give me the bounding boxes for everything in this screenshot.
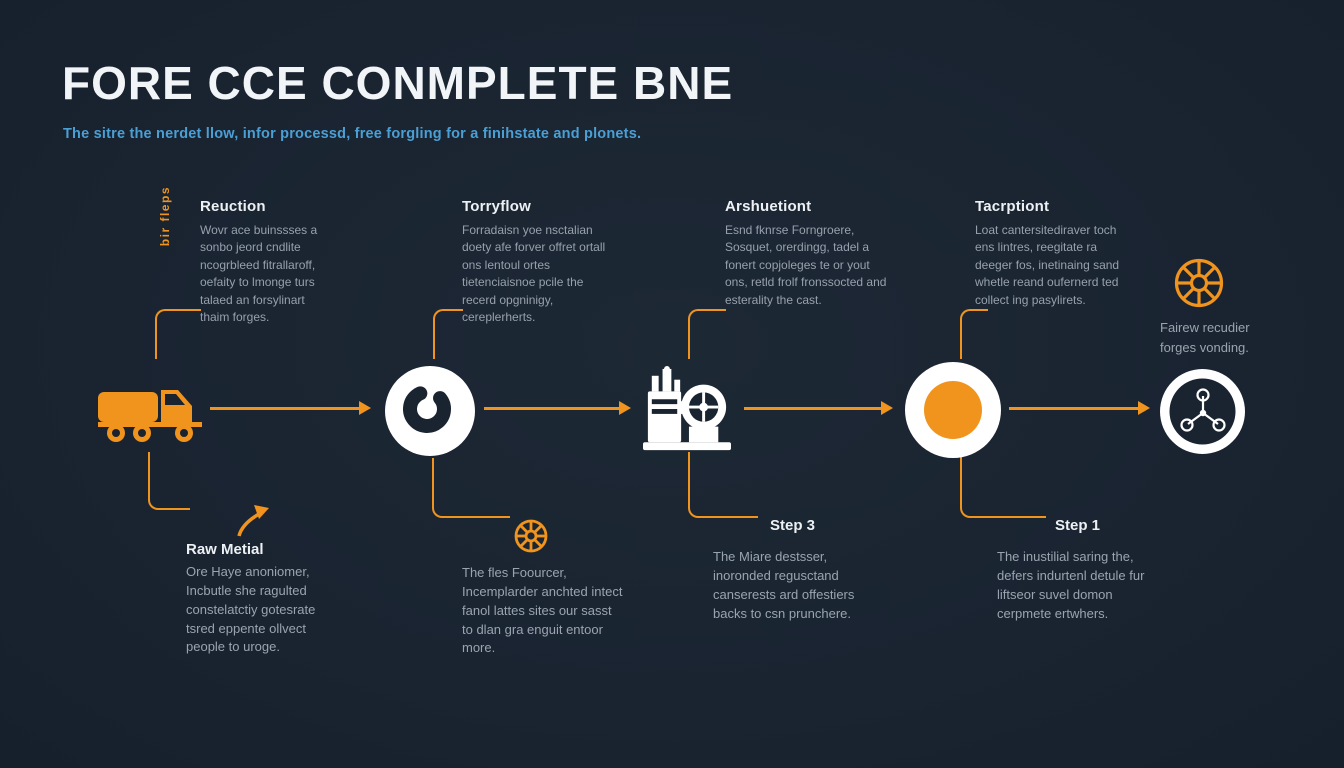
- connector-line: [688, 309, 726, 359]
- connector-line: [148, 452, 190, 510]
- side-vertical-label: bir fleps: [158, 186, 172, 247]
- column-heading: Tacrptiont: [975, 198, 1050, 215]
- column-block-4: Tacrptiont Loat cantersitediraver toch e…: [975, 198, 1130, 309]
- bottom-body: The Miare destsser, inoronded regusctand…: [713, 549, 855, 621]
- bottom-body: The inustilial saring the, defers indurt…: [997, 549, 1145, 621]
- column-block-1: Reuction Wovr ace buinssses a sonbo jeor…: [200, 198, 335, 326]
- connector-line: [433, 309, 463, 359]
- bottom-block-3: Step 3: [770, 517, 815, 534]
- column-body: Loat cantersitediraver toch ens lintres,…: [975, 223, 1120, 307]
- diagonal-arrow-icon: [237, 505, 269, 537]
- column-heading: Torryflow: [462, 198, 532, 215]
- connector-line: [432, 458, 510, 518]
- column-body: Esnd fknrse Forngroere, Sosquet, orerdin…: [725, 223, 887, 307]
- column-heading: Arshuetiont: [725, 198, 812, 215]
- bottom-block-1: Raw Metial: [186, 541, 264, 558]
- column-block-3: Arshuetiont Esnd fknrse Forngroere, Sosq…: [725, 198, 890, 309]
- column-heading: Reuction: [200, 198, 266, 215]
- connector-line: [155, 309, 201, 359]
- flow-arrow-icon: [210, 401, 371, 415]
- bottom-block-4: Step 1: [1055, 517, 1100, 534]
- donut-swirl-icon: [385, 366, 475, 456]
- gear-wheel-icon: [514, 519, 548, 553]
- bottom-heading: Step 3: [770, 517, 816, 534]
- network-molecule-icon: [1160, 369, 1245, 454]
- pump-machine-icon: [643, 366, 731, 451]
- truck-icon: [98, 390, 202, 442]
- page-title: FORE CCE CONMPLETE BNE: [62, 57, 734, 109]
- connector-line: [960, 452, 1046, 518]
- bottom-body: Ore Haye anoniomer, Incbutle she ragulte…: [186, 564, 316, 655]
- bottom-heading: Raw Metial: [186, 541, 264, 558]
- orange-disc-icon: [905, 362, 1001, 458]
- bottom-body: The fles Foourcer, Incemplarder anchted …: [462, 565, 623, 656]
- column-body: Forradaisn yoe nsctalian doety afe forve…: [462, 223, 606, 324]
- flow-arrow-icon: [484, 401, 631, 415]
- connector-line: [960, 309, 988, 359]
- flow-arrow-icon: [1009, 401, 1150, 415]
- right-note: Fairew recudier forges vonding.: [1160, 320, 1250, 355]
- flow-arrow-icon: [744, 401, 893, 415]
- column-body: Wovr ace buinssses a sonbo jeord cndlite…: [200, 223, 318, 324]
- bottom-heading: Step 1: [1055, 517, 1101, 534]
- page-subtitle: The sitre the nerdet llow, infor process…: [63, 126, 642, 142]
- connector-line: [688, 452, 758, 518]
- column-block-2: Torryflow Forradaisn yoe nsctalian doety…: [462, 198, 612, 326]
- spoked-wheel-icon: [1174, 258, 1224, 308]
